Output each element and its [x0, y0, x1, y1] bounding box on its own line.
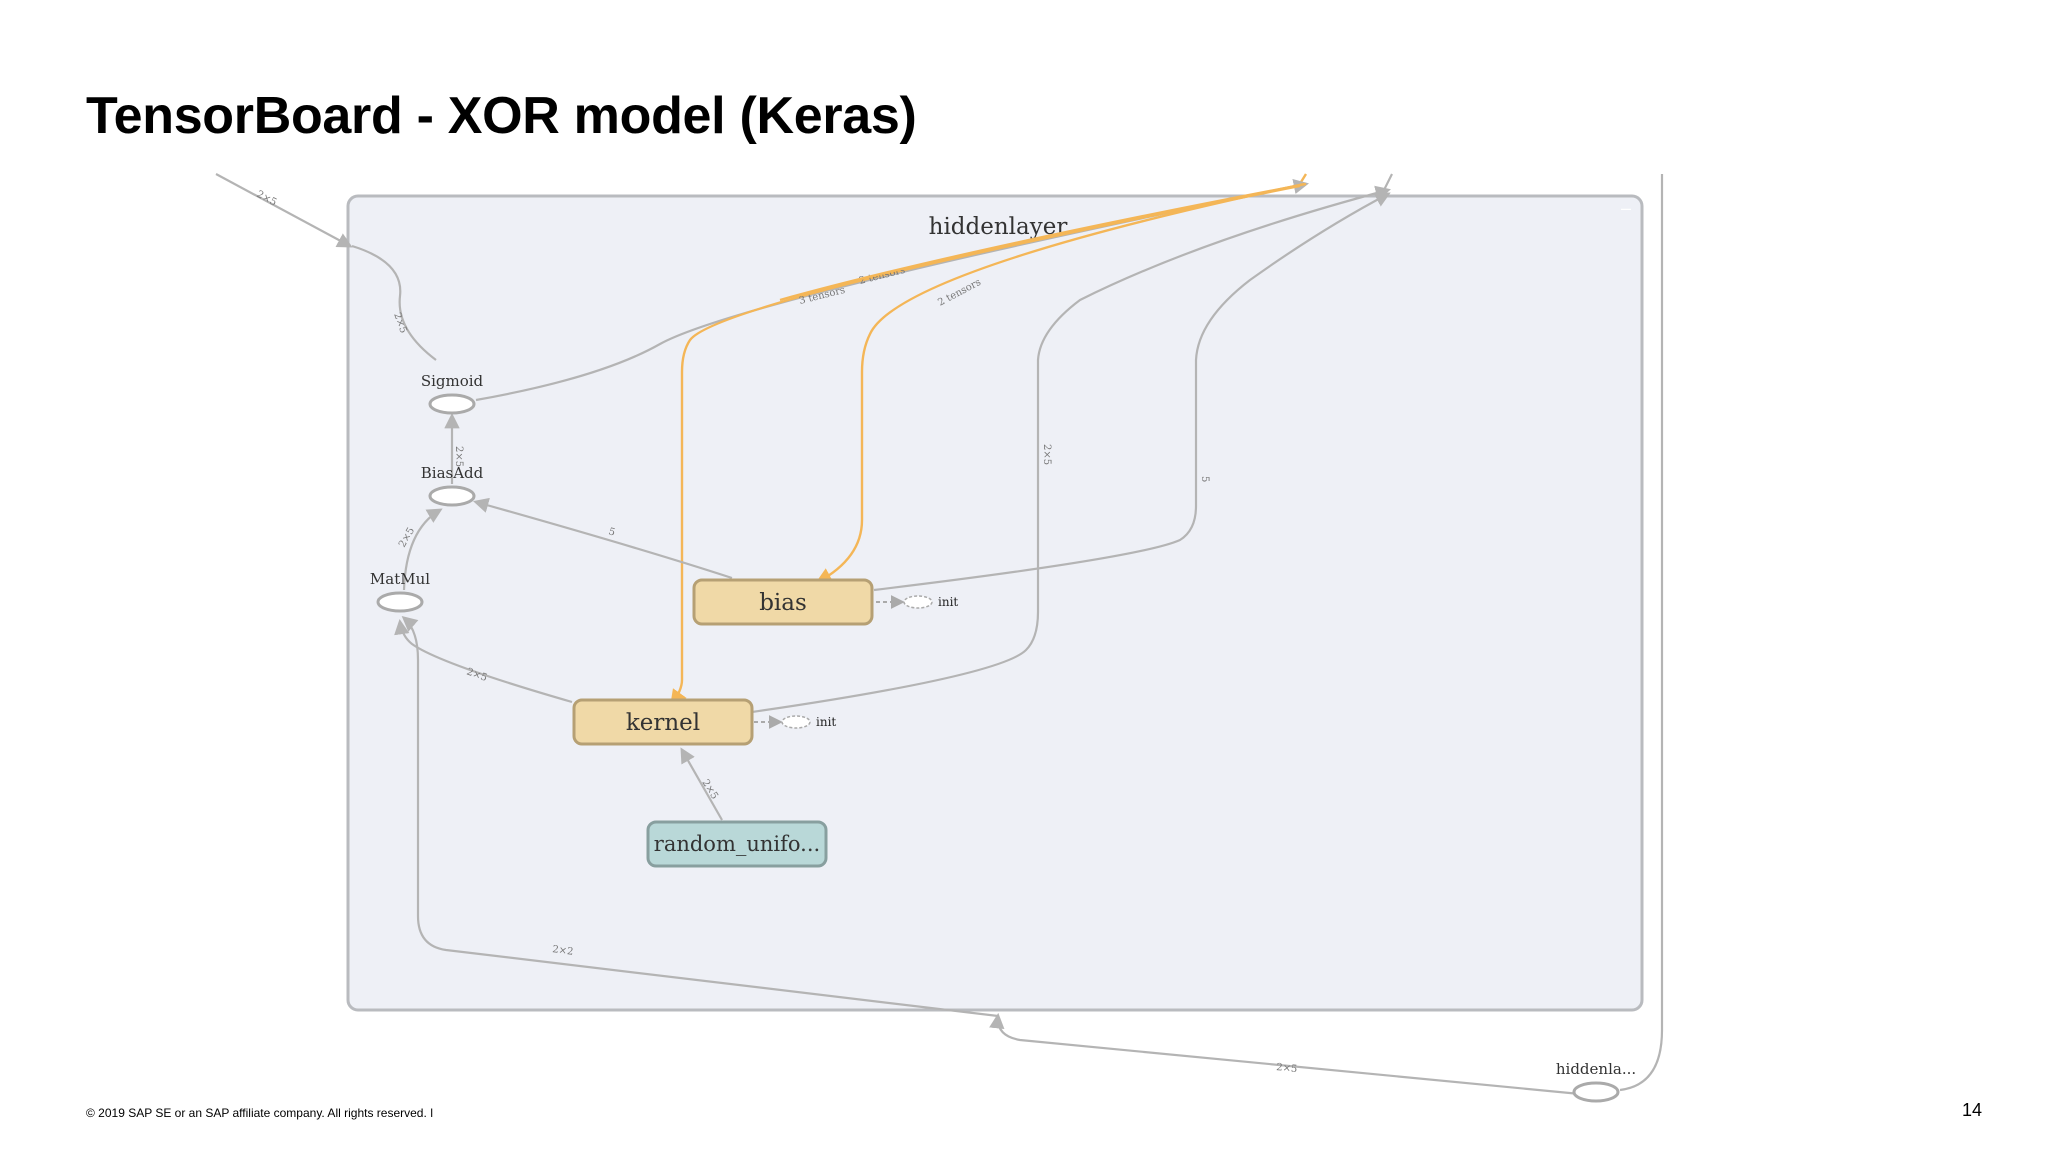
edge-kernel-up	[751, 185, 1391, 714]
edge-bottom-input	[401, 615, 999, 1018]
node-hiddenlayer-output-label: hiddenla...	[1556, 1060, 1636, 1078]
edge-label-bottom-input: 2×2	[552, 944, 574, 958]
node-bias-init-label: init	[938, 595, 958, 609]
node-kernel[interactable]: kernel	[572, 698, 754, 746]
edge-label-bottom-output: 2×5	[1276, 1062, 1298, 1075]
node-hiddenlayer-output[interactable]: hiddenla...	[1556, 1060, 1636, 1103]
node-biasadd-label: BiasAdd	[421, 464, 484, 482]
page-number: 14	[1961, 1100, 1982, 1120]
hiddenlayer-group[interactable]	[346, 194, 1644, 1012]
edge-ref-top-orange2	[779, 182, 1307, 302]
node-sigmoid-label: Sigmoid	[421, 372, 484, 390]
node-biasadd[interactable]: BiasAdd	[421, 464, 484, 507]
edge-label-bias-up: 5	[1199, 476, 1210, 482]
edge-bottom-output	[989, 1012, 1581, 1096]
edge-right-vertical	[1619, 174, 1664, 1092]
collapse-icon[interactable]: –	[1621, 198, 1631, 218]
edge-ref-bias	[815, 182, 1305, 584]
edge-top-left-input	[215, 173, 353, 248]
node-matmul-label: MatMul	[370, 570, 430, 588]
edge-label-bias-to-biasadd: 5	[607, 526, 616, 538]
edge-kernel-to-matmul	[394, 618, 573, 704]
node-bias-label: bias	[759, 590, 807, 616]
node-kernel-init-label: init	[816, 715, 836, 729]
node-kernel-init[interactable]: init	[781, 715, 836, 729]
edge-bias-up	[873, 192, 1391, 592]
node-bias-init[interactable]: init	[903, 595, 958, 609]
edge-ref-kernel	[670, 184, 1301, 707]
edge-matmul-to-biasadd	[402, 508, 443, 591]
edge-bias-to-biasadd	[473, 497, 733, 580]
slide-title: TensorBoard - XOR model (Keras)	[86, 87, 917, 145]
node-kernel-label: kernel	[626, 710, 700, 736]
edge-sigmoid-out	[351, 244, 437, 361]
edge-random-to-kernel	[680, 747, 723, 821]
node-random-uniform[interactable]: random_unifo...	[646, 820, 828, 868]
node-random-uniform-label: random_unifo...	[654, 832, 820, 856]
edge-label-biasadd-to-sigmoid: 2×5	[453, 446, 464, 467]
copyright-footer: © 2019 SAP SE or an SAP affiliate compan…	[86, 1106, 434, 1120]
node-sigmoid[interactable]: Sigmoid	[421, 372, 484, 415]
edge-label-kernel-up: 2×5	[1041, 444, 1052, 465]
node-matmul[interactable]: MatMul	[370, 570, 430, 613]
node-bias[interactable]: bias	[692, 578, 874, 626]
